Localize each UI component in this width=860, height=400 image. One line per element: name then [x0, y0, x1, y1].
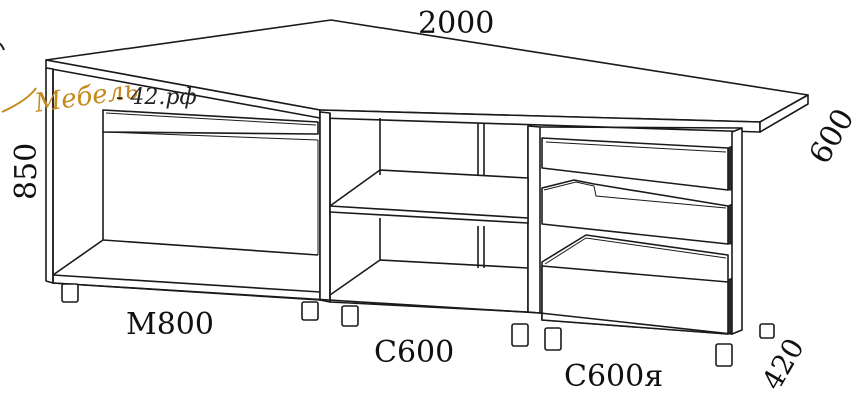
module-label-m800: M800 [126, 307, 214, 342]
module-c600 [329, 118, 529, 296]
watermark-domain: - 42.рф [116, 85, 197, 110]
legs [61, 283, 775, 367]
module-label-c600: C600 [374, 335, 454, 370]
drawer-bottom [541, 234, 733, 335]
module-label-c600ya: C600я [564, 359, 663, 394]
module-c600ya [539, 126, 743, 335]
dimension-height: 850 [9, 143, 44, 200]
drawer-middle [541, 179, 733, 245]
module-m800 [52, 109, 321, 293]
dimension-depth-bottom: 420 [755, 333, 810, 396]
dimension-depth-top: 600 [803, 103, 860, 170]
countertop [45, 19, 809, 133]
drawer-top [541, 137, 733, 191]
dimension-width: 2000 [418, 6, 494, 41]
